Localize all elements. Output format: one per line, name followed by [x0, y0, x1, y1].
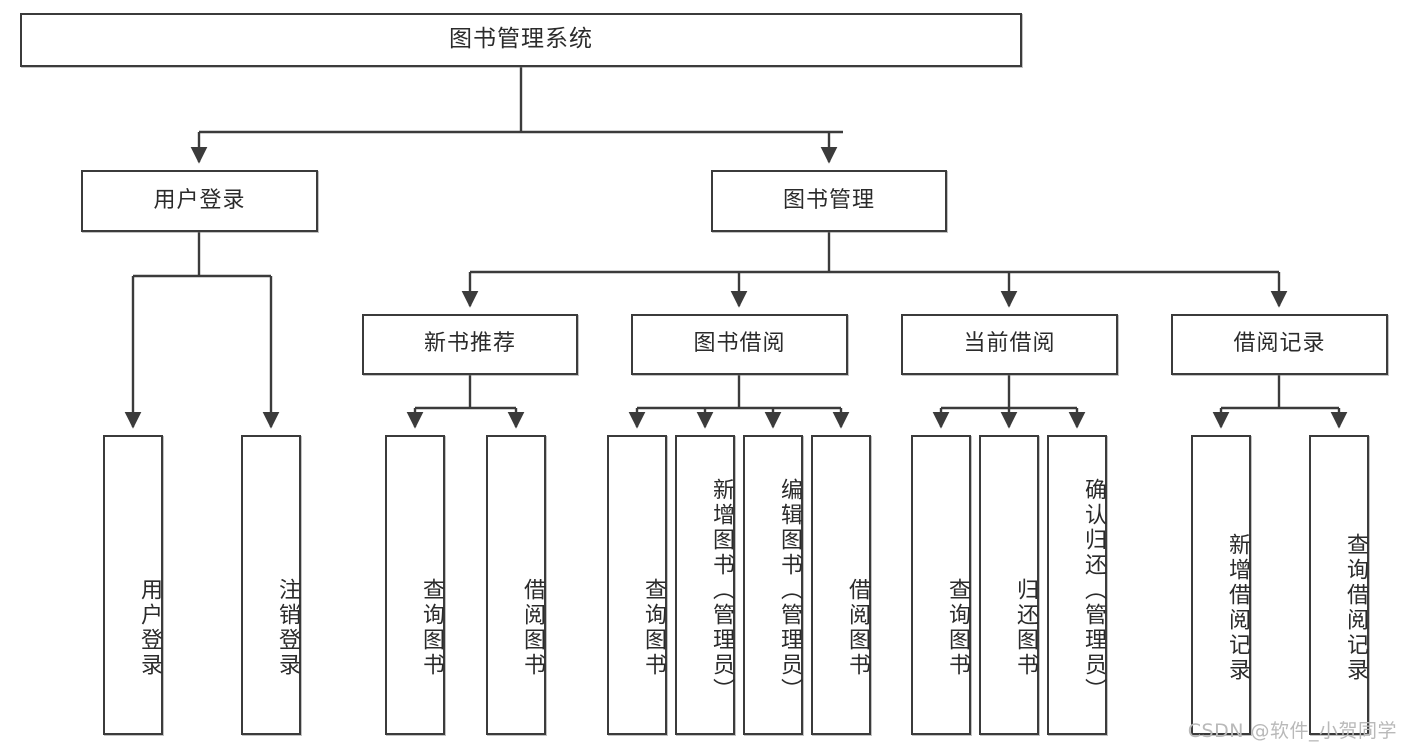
node-label: 确认归还（管理员）: [1081, 477, 1106, 703]
node-label: 图书管理系统: [449, 26, 593, 53]
node-label: 当前借阅: [963, 331, 1056, 357]
node-label: 编辑图书（管理员）: [777, 477, 802, 703]
node-current-borrow[interactable]: 当前借阅: [901, 314, 1118, 375]
leaf-query-book-recommend[interactable]: 查询图书: [385, 435, 445, 735]
leaf-query-borrow-record[interactable]: 查询借阅记录: [1309, 435, 1369, 735]
leaf-edit-book-admin[interactable]: 编辑图书（管理员）: [743, 435, 803, 735]
leaf-query-book-current[interactable]: 查询图书: [911, 435, 971, 735]
node-label: 新增借阅记录: [1225, 533, 1250, 683]
leaf-add-book-admin[interactable]: 新增图书（管理员）: [675, 435, 735, 735]
leaf-user-login[interactable]: 用户登录: [103, 435, 163, 735]
node-label: 新书推荐: [423, 331, 516, 357]
node-label: 图书管理: [782, 187, 875, 213]
node-label: 注销登录: [275, 578, 300, 678]
node-new-book-recommend[interactable]: 新书推荐: [362, 314, 578, 375]
node-label: 新增图书（管理员）: [709, 477, 734, 703]
leaf-logout-login[interactable]: 注销登录: [241, 435, 301, 735]
node-user-login[interactable]: 用户登录: [81, 170, 318, 232]
node-book-borrow[interactable]: 图书借阅: [631, 314, 848, 375]
leaf-query-book-borrow[interactable]: 查询图书: [607, 435, 667, 735]
leaf-borrow-book-recommend[interactable]: 借阅图书: [486, 435, 546, 735]
node-label: 借阅图书: [520, 578, 545, 678]
leaf-add-borrow-record[interactable]: 新增借阅记录: [1191, 435, 1251, 735]
node-label: 用户登录: [153, 187, 246, 213]
node-label: 查询图书: [641, 578, 666, 678]
node-label: 查询借阅记录: [1343, 533, 1368, 683]
csdn-watermark: CSDN @软件_小贺同学: [1187, 720, 1397, 742]
leaf-confirm-return-admin[interactable]: 确认归还（管理员）: [1047, 435, 1107, 735]
node-borrow-record[interactable]: 借阅记录: [1171, 314, 1388, 375]
node-book-management[interactable]: 图书管理: [711, 170, 947, 232]
node-label: 归还图书: [1013, 578, 1038, 678]
node-label: 用户登录: [137, 578, 162, 678]
node-label: 图书借阅: [693, 331, 786, 357]
node-root-system[interactable]: 图书管理系统: [20, 13, 1022, 67]
node-label: 查询图书: [419, 578, 444, 678]
leaf-borrow-book[interactable]: 借阅图书: [811, 435, 871, 735]
node-label: 借阅图书: [845, 578, 870, 678]
node-label: 借阅记录: [1233, 331, 1326, 357]
node-label: 查询图书: [945, 578, 970, 678]
leaf-return-book[interactable]: 归还图书: [979, 435, 1039, 735]
